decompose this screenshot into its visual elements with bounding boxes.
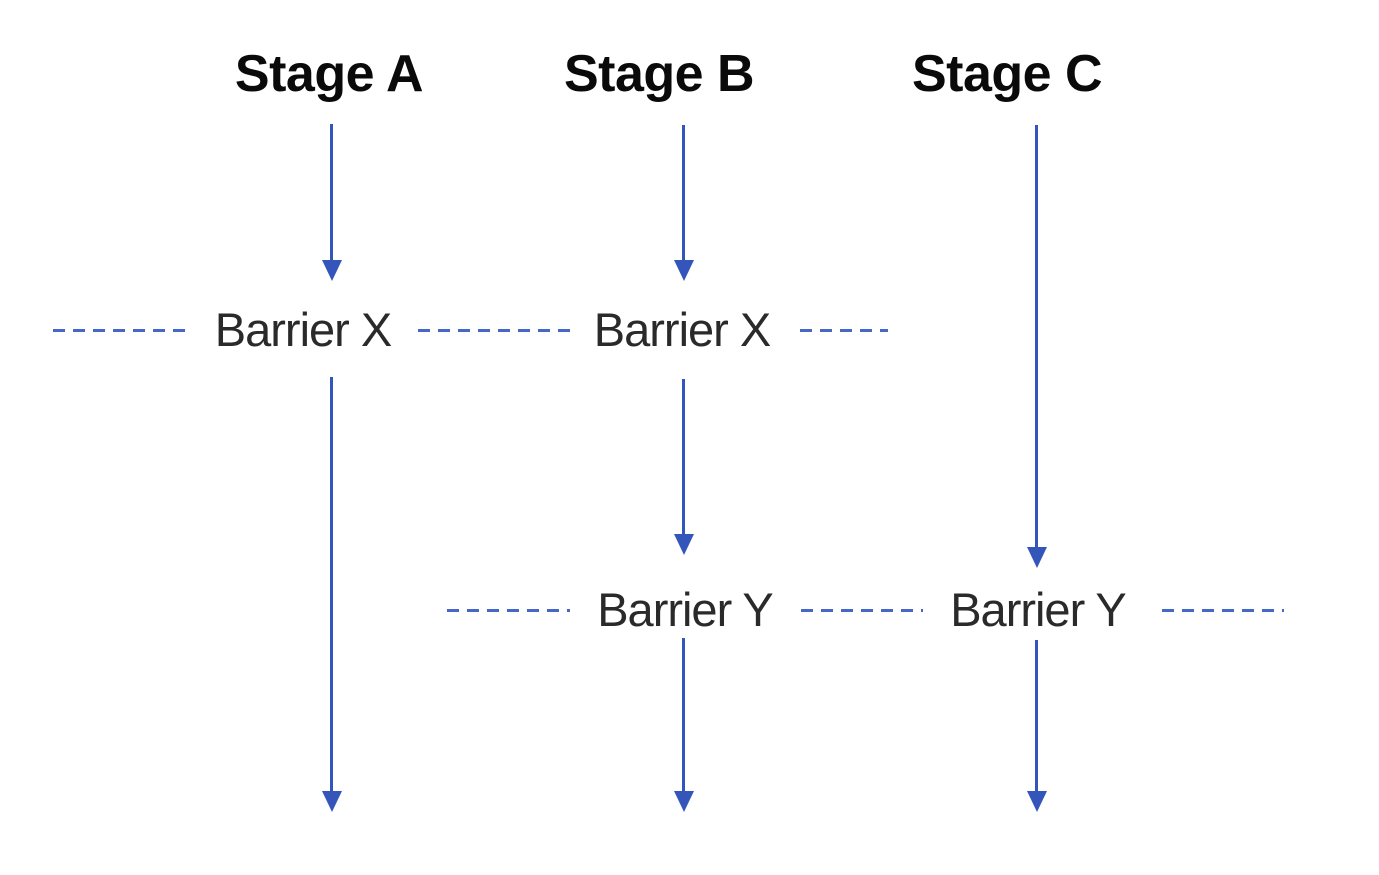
arrow-down-icon [1026,791,1047,812]
barrier-y-dash-left [447,609,570,612]
stage-b-label: Stage B [563,45,755,103]
barrier-x-dash-middle [418,329,570,332]
stage-c-arrow-bottom [1026,640,1047,812]
arrow-down-icon [321,260,342,281]
arrow-shaft [1035,640,1038,796]
stage-a-arrow-bottom [321,377,342,812]
stage-b-arrow-top [673,125,694,281]
arrow-shaft [682,379,685,539]
arrow-down-icon [673,260,694,281]
arrow-shaft [682,125,685,265]
barrier-y-label-stage-b: Barrier Y [597,583,774,636]
arrow-down-icon [1026,547,1047,568]
barrier-x-dash-left [53,329,188,332]
arrow-shaft [682,638,685,796]
stage-c-label: Stage C [911,45,1103,103]
barrier-y-dash-right [1162,609,1284,612]
arrow-down-icon [321,791,342,812]
arrow-down-icon [673,534,694,555]
barrier-x-dash-right [800,329,888,332]
stage-a-label: Stage A [234,45,424,103]
barrier-x-label-stage-a: Barrier X [214,303,392,356]
stage-b-arrow-middle [673,379,694,555]
barrier-y-label-stage-c: Barrier Y [950,583,1127,636]
arrow-shaft [330,124,333,265]
arrow-shaft [330,377,333,796]
stage-c-arrow-top [1026,125,1047,568]
stage-b-arrow-bottom [673,638,694,812]
arrow-shaft [1035,125,1038,552]
barrier-x-label-stage-b: Barrier X [593,303,771,356]
arrow-down-icon [673,791,694,812]
stage-a-arrow-top [321,124,342,281]
barrier-y-dash-middle [801,609,923,612]
